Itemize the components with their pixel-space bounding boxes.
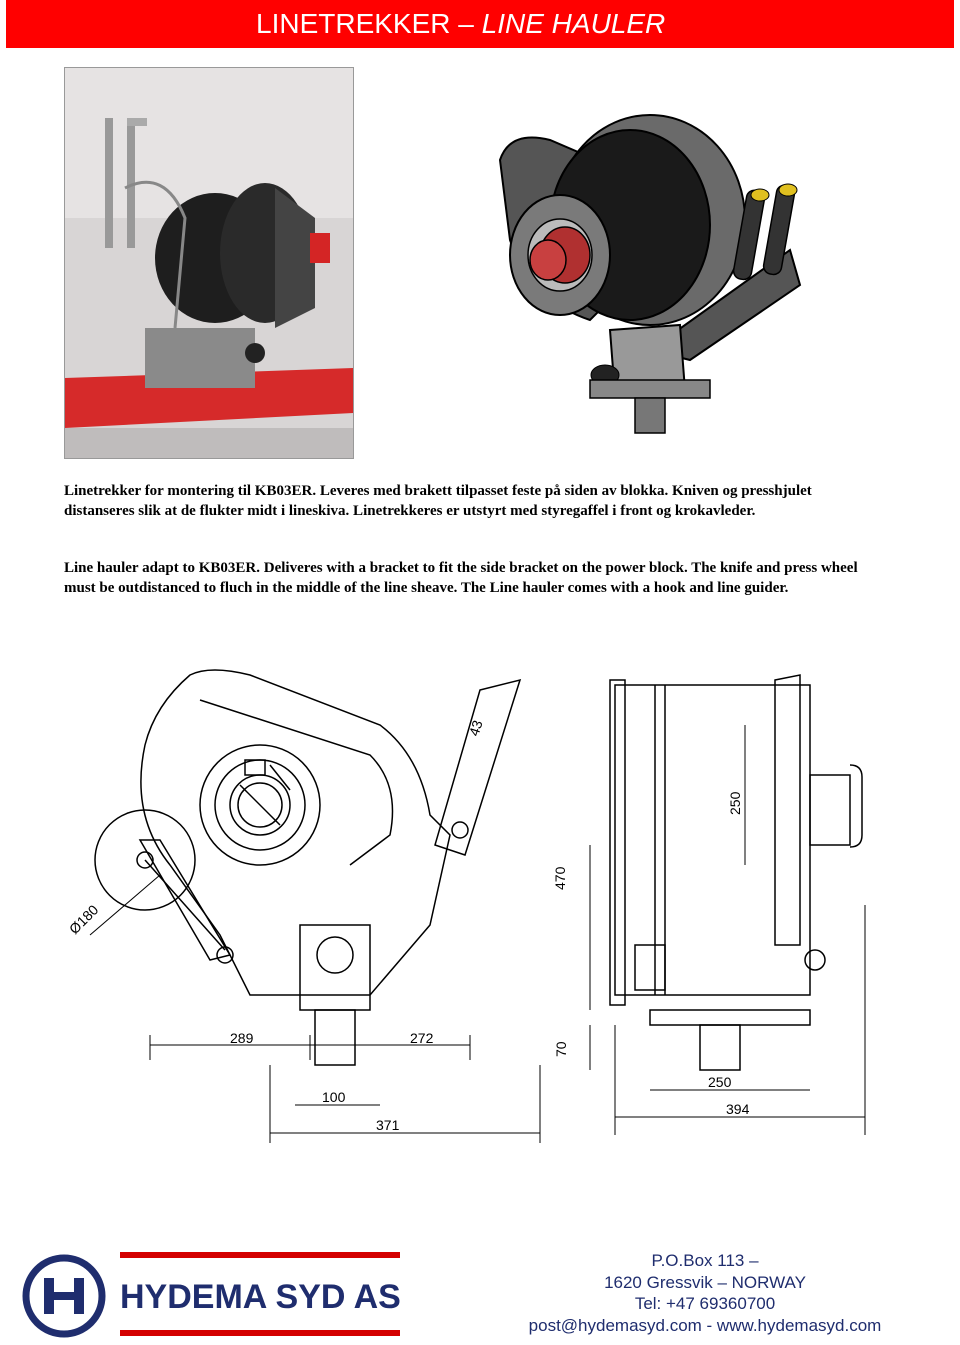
- dim-100: 100: [322, 1089, 346, 1105]
- po-box: P.O.Box 113 –: [651, 1251, 759, 1270]
- email-web[interactable]: post@hydemasyd.com - www.hydemasyd.com: [528, 1315, 882, 1335]
- dim-180: Ø180: [66, 901, 102, 937]
- dim-250-vertical: 250: [727, 791, 743, 815]
- company-name: HYDEMA SYD AS: [120, 1278, 401, 1316]
- contact-info: P.O.Box 113 – 1620 Gressvik – NORWAY Tel…: [470, 1250, 940, 1336]
- dim-470: 470: [552, 866, 568, 890]
- english-description: Line hauler adapt to KB03ER. Deliveres w…: [64, 560, 858, 596]
- dim-394: 394: [726, 1101, 750, 1117]
- dim-70: 70: [553, 1041, 569, 1057]
- product-photo: [64, 67, 354, 459]
- page-title: LINETREKKER – LINE HAULER: [256, 8, 666, 39]
- telephone: Tel: +47 69360700: [634, 1294, 776, 1313]
- dim-371: 371: [376, 1117, 400, 1133]
- address: 1620 Gressvik – NORWAY: [604, 1272, 806, 1292]
- dim-43: 43: [466, 718, 486, 738]
- technical-drawing: 43 Ø180 289 272 100 371 250 470 70 250 3…: [50, 665, 880, 1150]
- norwegian-description: Linetrekker for montering til KB03ER. Le…: [64, 483, 812, 519]
- dim-272: 272: [410, 1030, 434, 1046]
- dim-250-horizontal: 250: [708, 1074, 732, 1090]
- company-logo: HYDEMA SYD AS: [22, 1248, 412, 1340]
- product-render: [470, 100, 850, 445]
- dim-289: 289: [230, 1030, 254, 1046]
- title-banner: LINETREKKER – LINE HAULER: [6, 0, 954, 48]
